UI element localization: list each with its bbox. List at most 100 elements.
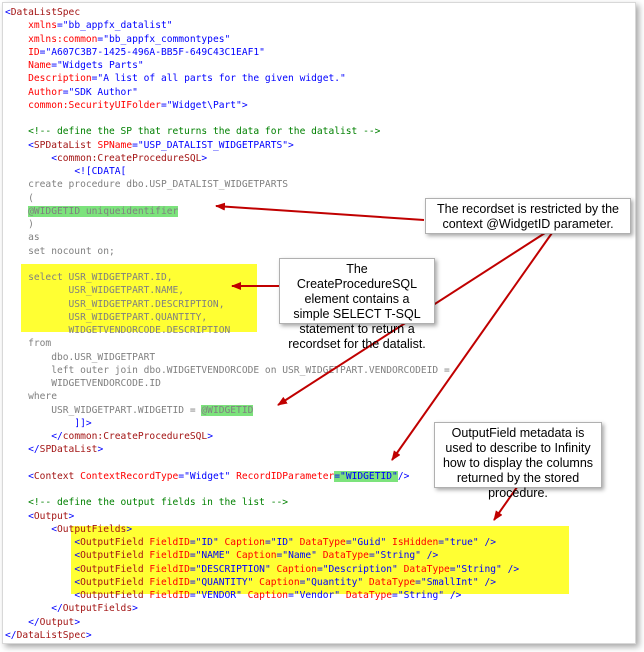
code-token: RecordIDParameter bbox=[236, 470, 335, 482]
code-token: </ bbox=[28, 444, 40, 456]
code-token: USR_WIDGETPART.QUANTITY, bbox=[5, 311, 208, 323]
code-token: ="DESCRIPTION" bbox=[189, 563, 277, 575]
arrow-to-recordidparameter bbox=[391, 232, 553, 461]
code-line: <common:CreateProcedureSQL> bbox=[5, 152, 519, 165]
code-line: USR_WIDGETPART.NAME, bbox=[5, 284, 519, 297]
code-token: common:CreateProcedureSQL bbox=[62, 431, 208, 442]
code-token: OutputField bbox=[80, 537, 144, 548]
code-token: Caption bbox=[259, 576, 300, 588]
code-token: Caption bbox=[247, 590, 289, 601]
code-token: left outer join dbo.WIDGETVENDORCODE on … bbox=[5, 364, 450, 376]
code-token: OutputFields bbox=[57, 523, 127, 535]
code-line: ) bbox=[5, 218, 519, 231]
code-token: IsHidden bbox=[392, 537, 439, 548]
code-line: Author="SDK Author" bbox=[5, 86, 519, 99]
code-token: as bbox=[5, 232, 40, 244]
code-line: USR_WIDGETPART.WIDGETID = @WIDGETID bbox=[5, 404, 519, 417]
code-line: Name="Widgets Parts" bbox=[5, 59, 519, 72]
code-token: Output bbox=[39, 616, 75, 628]
code-line: <DataListSpec bbox=[5, 6, 519, 19]
code-token: OutputField bbox=[80, 563, 144, 575]
code-token: /> bbox=[397, 470, 410, 482]
code-line: xmlns="bb_appfx_datalist" bbox=[5, 19, 519, 32]
code-token: select USR_WIDGETPART.ID, bbox=[28, 272, 173, 283]
code-token: ="true" bbox=[438, 537, 485, 548]
code-line: xmlns:common="bb_appfx_commontypes" bbox=[5, 33, 519, 46]
code-token: /> bbox=[507, 563, 520, 575]
code-line: from bbox=[5, 337, 519, 350]
code-token: xmlns:common bbox=[28, 33, 98, 45]
code-token: ="A607C3B7-1425-496A-BB5F-649C43C1EAF1" bbox=[39, 46, 265, 58]
code-token: /> bbox=[426, 550, 439, 562]
code-token: ="Widget\Part" bbox=[160, 99, 242, 111]
code-line: <OutputFields> bbox=[5, 523, 519, 536]
code-token: ( bbox=[5, 192, 34, 204]
callout-outputfield: OutputField metadata is used to describe… bbox=[434, 422, 602, 500]
code-token: ="Name" bbox=[276, 550, 323, 562]
code-token: ="ID" bbox=[264, 537, 300, 548]
code-token: ="USP_DATALIST_WIDGETPARTS" bbox=[132, 139, 289, 151]
code-token: ="Vendor" bbox=[288, 590, 346, 601]
code-token: @WIDGETID bbox=[201, 404, 254, 416]
code-token: < bbox=[74, 576, 81, 588]
arrow-to-widgetid-param bbox=[215, 202, 425, 221]
code-token: ="NAME" bbox=[189, 550, 237, 562]
code-token: < bbox=[74, 537, 81, 548]
code-line: ID="A607C3B7-1425-496A-BB5F-649C43C1EAF1… bbox=[5, 46, 519, 59]
code-token: OutputField bbox=[80, 576, 144, 588]
code-token: ="SmallInt" bbox=[415, 576, 485, 588]
code-token: <!-- define the output fields in the lis… bbox=[28, 497, 289, 509]
code-token: Author bbox=[28, 86, 63, 98]
code-line: <![CDATA[ bbox=[5, 165, 519, 178]
code-token: xmlns bbox=[28, 20, 57, 32]
code-token: FieldID bbox=[149, 537, 190, 548]
outputfields-highlight bbox=[71, 526, 569, 594]
code-token: DataType bbox=[345, 590, 393, 601]
code-token: USR_WIDGETPART.NAME, bbox=[5, 285, 185, 297]
code-token: < bbox=[28, 470, 34, 482]
code-line: Description="A list of all parts for the… bbox=[5, 72, 519, 85]
code-token: OutputFields bbox=[62, 603, 133, 615]
code-token: ="QUANTITY" bbox=[189, 576, 260, 588]
code-line: </SPDataList> bbox=[5, 443, 519, 456]
code-line: USR_WIDGETPART.DESCRIPTION, bbox=[5, 298, 519, 311]
code-line: <!-- define the output fields in the lis… bbox=[5, 496, 519, 509]
code-token: FieldID bbox=[149, 576, 190, 588]
callout-recordset: The recordset is restricted by the conte… bbox=[425, 198, 631, 234]
code-line: as bbox=[5, 231, 519, 244]
code-token: ="Quantity" bbox=[299, 576, 369, 588]
code-token: > bbox=[97, 444, 104, 456]
code-token: </ bbox=[28, 616, 40, 628]
code-line: <OutputField FieldID="ID" Caption="ID" D… bbox=[5, 536, 519, 549]
code-token: > bbox=[241, 99, 248, 111]
code-token: ="bb_appfx_commontypes" bbox=[97, 33, 231, 45]
code-token: Name bbox=[28, 60, 52, 71]
code-token: Description bbox=[28, 73, 92, 85]
code-token: > bbox=[74, 616, 81, 628]
code-token: FieldID bbox=[149, 563, 190, 575]
code-token: > bbox=[207, 431, 213, 442]
code-line: </common:CreateProcedureSQL> bbox=[5, 430, 519, 443]
code-line: select USR_WIDGETPART.ID, bbox=[5, 271, 519, 284]
code-token: from bbox=[5, 338, 52, 350]
code-token: /> bbox=[449, 590, 462, 601]
code-token: > bbox=[85, 629, 92, 641]
code-token: DataType bbox=[368, 576, 416, 588]
code-line: WIDGETVENDORCODE.ID bbox=[5, 377, 519, 390]
code-line: <OutputField FieldID="NAME" Caption="Nam… bbox=[5, 549, 519, 562]
code-token: ="String" bbox=[368, 550, 427, 562]
code-token: ="WIDGETID" bbox=[334, 470, 398, 482]
code-token: Caption bbox=[276, 563, 317, 575]
code-token: SPName bbox=[97, 139, 133, 151]
code-token: /> bbox=[484, 537, 497, 548]
code-token: OutputField bbox=[80, 550, 144, 562]
code-line: USR_WIDGETPART.QUANTITY, bbox=[5, 311, 519, 324]
code-token: < bbox=[51, 152, 57, 164]
code-token: < bbox=[28, 139, 34, 151]
code-line: where bbox=[5, 390, 519, 403]
code-token: DataType bbox=[322, 550, 369, 562]
code-token: < bbox=[5, 7, 11, 18]
code-token: create procedure dbo.USP_DATALIST_WIDGET… bbox=[5, 179, 289, 191]
code-token: ]]> bbox=[74, 417, 92, 429]
callout-createprocedure: The CreateProcedureSQL element contains … bbox=[279, 258, 435, 351]
